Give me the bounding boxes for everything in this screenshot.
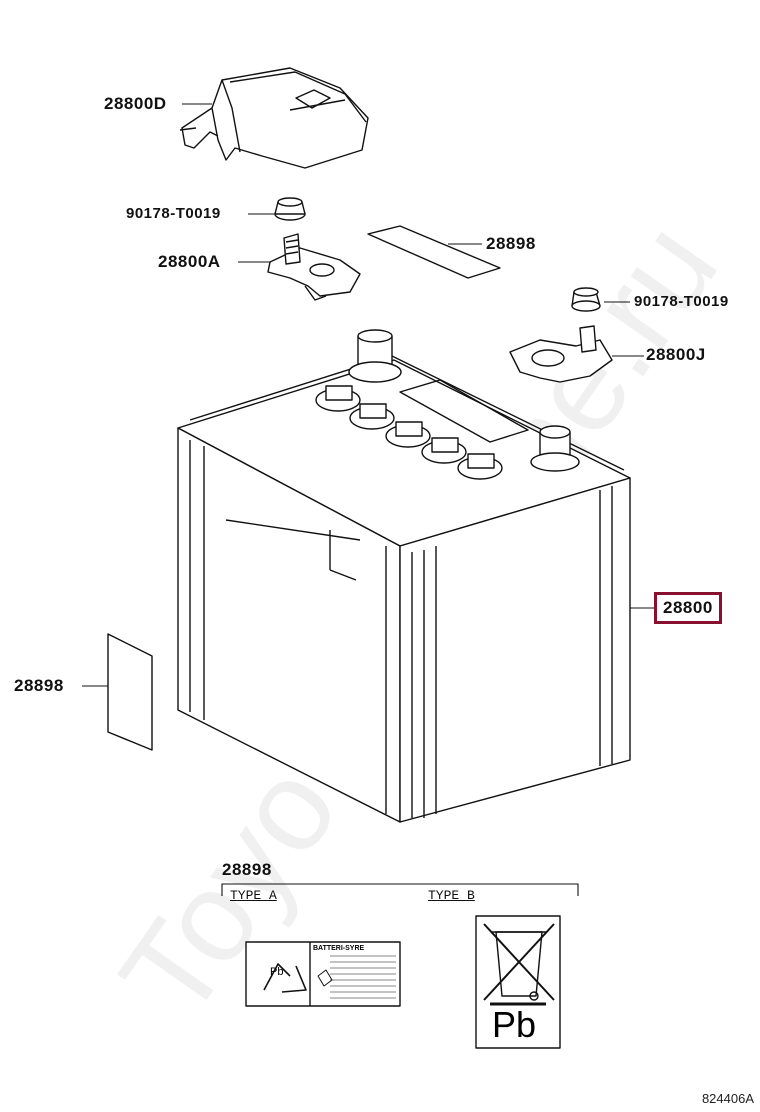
label-top-part[interactable] [367,225,501,279]
callout-clamp-right[interactable]: 28800J [646,345,706,364]
callout-terminal-cover[interactable]: 28800D [104,94,167,113]
bolt-right-part[interactable] [571,287,601,312]
callout-bolt-left[interactable]: 90178-T0019 [126,205,221,222]
callout-label-top[interactable]: 28898 [486,234,536,253]
type-b-label: TYPE B [428,888,475,903]
diagram-code: 824406A [701,1091,754,1106]
label-side-part[interactable] [107,633,153,751]
callout-clamp-left[interactable]: 28800A [158,252,221,271]
type-a-label: TYPE A [230,888,277,903]
bolt-left-part[interactable] [274,197,306,221]
type-a-recycle-text: Pb [270,966,284,978]
terminal-cover-part[interactable] [179,67,369,169]
clamp-right-part[interactable] [509,325,613,383]
callout-battery-highlighted[interactable]: 28800 [654,592,722,624]
type-a-sticker [245,941,401,1007]
callout-label-section[interactable]: 28898 [222,860,272,879]
type-a-header-text: BATTERI-SYRE [313,945,365,952]
callout-bolt-right[interactable]: 90178-T0019 [634,293,729,310]
callout-label-side[interactable]: 28898 [14,676,64,695]
clamp-left-part[interactable] [267,233,361,301]
battery-part[interactable] [177,329,631,823]
type-b-sticker [475,915,561,1049]
type-b-pb-text: Pb [492,1004,537,1045]
